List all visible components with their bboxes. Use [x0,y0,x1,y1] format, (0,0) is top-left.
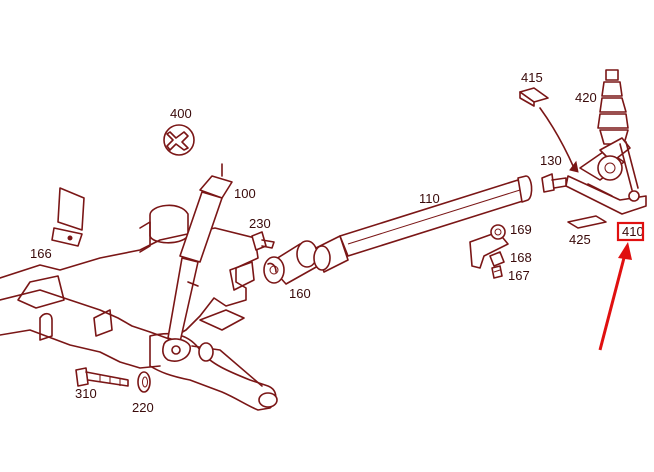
clip-415 [519,87,549,107]
leveling-valve-410 [565,137,647,215]
shock-absorber-100 [162,163,233,362]
highlight-410 [598,221,645,351]
label-230: 230 [249,216,271,231]
label-168: 168 [510,250,532,265]
label-415: 415 [521,70,543,85]
label-130: 130 [540,153,562,168]
bolt-130 [541,173,567,193]
bolt-310 [75,367,129,387]
label-166: 166 [30,246,52,261]
label-167: 167 [508,268,530,283]
nut-168 [489,251,505,267]
control-arm-220 [149,309,278,411]
torsion-bar-110 [313,175,533,273]
part-labels: 400 100 230 166 160 110 130 415 420 425 … [30,70,644,415]
label-410: 410 [622,224,644,239]
plate-425 [567,215,607,229]
label-310: 310 [75,386,97,401]
assembly-arrow [539,107,579,173]
label-400: 400 [170,106,192,121]
screw-230 [251,231,275,251]
bracket-169 [469,224,509,269]
label-160: 160 [289,286,311,301]
arrow-head-icon [618,242,632,260]
rubber-boot-420 [597,69,629,145]
red-pointer-arrow [598,253,627,351]
label-220: 220 [132,400,154,415]
highlight-box [616,221,645,242]
label-110: 110 [419,191,440,206]
screw-167 [491,265,503,279]
wrench-symbol-400 [163,124,195,156]
axle-frame [0,204,259,369]
label-425: 425 [569,232,591,247]
washer-220-bushing [137,371,151,393]
label-169: 169 [510,222,532,237]
label-420: 420 [575,90,597,105]
label-100: 100 [234,186,256,201]
bracket-166 [51,187,85,247]
